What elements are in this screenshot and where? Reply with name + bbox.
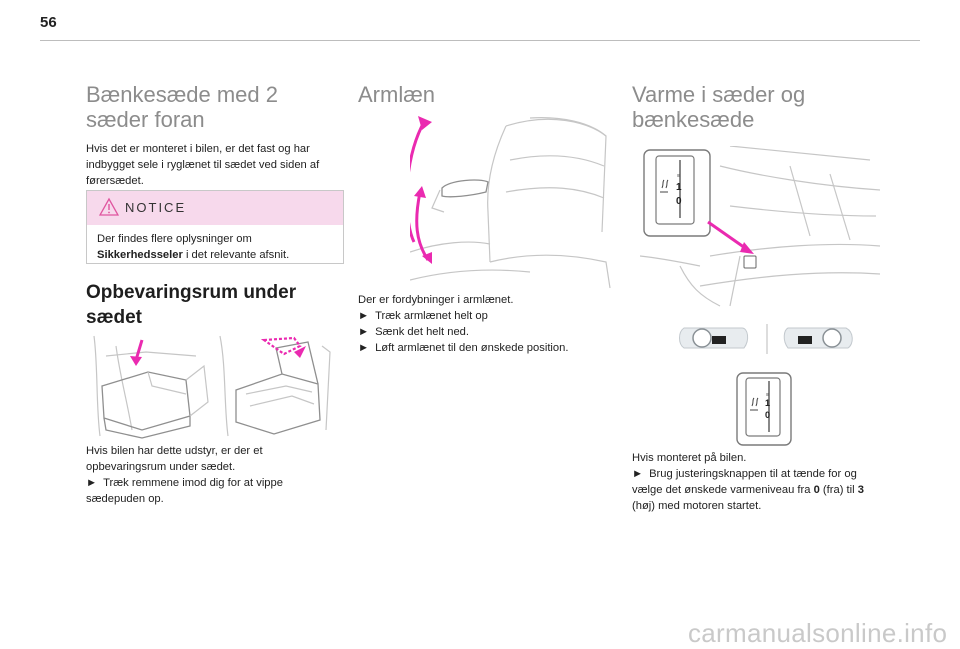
bullet-text: Løft armlænet til den ønskede position. xyxy=(375,342,569,354)
armrest-body: Der er fordybninger i armlænet. ► Træk ar… xyxy=(358,292,618,356)
notice-line: Der findes flere oplysninger om xyxy=(97,233,252,245)
bullet-text: vælge det ønskede varmeniveau fra 0 (fra… xyxy=(632,482,892,498)
armrest-illustration xyxy=(410,116,611,289)
notice-line-rest: i det relevante afsnit. xyxy=(182,249,290,261)
title-line: bænkesæde xyxy=(632,107,755,132)
bullet-line: ► Træk remmene imod dig for at vippe xyxy=(86,475,346,491)
level-high: 3 xyxy=(857,484,864,496)
text-part: vælge det ønskede varmeniveau fra xyxy=(632,484,814,496)
text-part: (fra) til xyxy=(819,484,858,496)
svg-text:≡: ≡ xyxy=(766,392,769,398)
bullet-arrow-icon: ► xyxy=(86,477,98,489)
armrest-bullets: ► Træk armlænet helt op ► Sænk det helt ne… xyxy=(358,308,618,356)
bullet-line: ► Løft armlænet til den ønskede position. xyxy=(358,340,618,356)
steering-position-icons xyxy=(679,324,853,354)
bullet-arrow-icon: ► xyxy=(358,326,370,338)
column-armrest: Armlæn xyxy=(358,82,618,107)
notice-box: NOTICE Der findes flere oplysninger om S… xyxy=(86,190,344,264)
column-bench-seat: Bænkesæde med 2 sæder foran Hvis det er … xyxy=(86,82,346,189)
bullet-text: sædepuden op. xyxy=(86,493,164,505)
bench-seat-title: Bænkesæde med 2 sæder foran xyxy=(86,82,346,132)
bullet-text: Træk remmene imod dig for at vippe xyxy=(103,477,283,489)
notice-line: Sikkerhedsseler i det relevante afsnit. xyxy=(97,247,333,263)
text-line: førersædet. xyxy=(86,175,144,187)
bullet-line: ► Sænk det helt ned. xyxy=(358,324,618,340)
bullet-arrow-icon: ► xyxy=(358,342,370,354)
bullet-arrow-icon: ► xyxy=(358,310,370,322)
bullet-arrow-icon: ► xyxy=(632,468,644,480)
title-line: sæder foran xyxy=(86,107,205,132)
bullet-line: ► Brug justeringsknappen til at tænde for… xyxy=(632,466,892,482)
switch-label-zero: 0 xyxy=(676,196,682,207)
page-number: 56 xyxy=(40,14,57,31)
text-line: Hvis det er monteret i bilen, er det fas… xyxy=(86,143,310,155)
bullet-text: Sænk det helt ned. xyxy=(375,326,469,338)
bench-seat-intro: Hvis det er monteret i bilen, er det fas… xyxy=(86,141,346,189)
storage-body: Hvis bilen har dette udstyr, er der et o… xyxy=(86,443,346,507)
svg-text:≡: ≡ xyxy=(677,173,680,179)
storage-bullet: ► Træk remmene imod dig for at vippe sæde… xyxy=(86,475,346,507)
text-line: indbygget sele i ryglænet til sædet ved … xyxy=(86,159,320,171)
switch-label-zero: 0 xyxy=(765,410,770,420)
footer-watermark: carmanualsonline.info xyxy=(688,618,948,648)
title-line: Bænkesæde med 2 xyxy=(86,82,278,107)
bullet-text: Træk armlænet helt op xyxy=(375,310,488,322)
level-off: 0 xyxy=(813,484,820,496)
storage-illustration xyxy=(86,326,342,440)
storage-title: Opbevaringsrum under sædet xyxy=(86,280,296,330)
switch-label-one: 1 xyxy=(676,182,682,193)
text-line: Hvis bilen har dette udstyr, er der et xyxy=(86,445,263,457)
bullet-line: ► Træk armlænet helt op xyxy=(358,308,618,324)
seat-heating-illustration: ≡ 1 0 xyxy=(640,146,881,307)
bullet-text: (høj) med motoren startet. xyxy=(632,500,762,512)
notice-bold-term: Sikkerhedsseler xyxy=(97,249,183,261)
top-rule xyxy=(40,40,920,41)
seat-heating-bullet: ► Brug justeringsknappen til at tænde for… xyxy=(632,466,892,514)
seat-heating-title: Varme i sæder og bænkesæde xyxy=(632,82,892,132)
seat-heating-body: Hvis monteret på bilen. ► Brug justerings… xyxy=(632,450,892,514)
seat-heating-intro: Hvis monteret på bilen. xyxy=(632,452,747,464)
warning-icon xyxy=(99,197,119,216)
text-line: opbevaringsrum under sædet. xyxy=(86,461,236,473)
notice-header: NOTICE xyxy=(87,191,343,225)
title-line: Varme i sæder og xyxy=(632,82,806,107)
storage-text: Hvis bilen har dette udstyr, er der et o… xyxy=(86,443,346,475)
switch-label-one: 1 xyxy=(765,398,770,408)
notice-body: Der findes flere oplysninger om Sikkerhe… xyxy=(87,225,343,263)
bullet-text: Brug justeringsknappen til at tænde for … xyxy=(649,468,857,480)
title-line: sædet xyxy=(86,307,142,328)
armrest-title: Armlæn xyxy=(358,82,436,107)
heating-switch-icon: ≡ 1 0 xyxy=(736,372,792,446)
title-line: Opbevaringsrum under xyxy=(86,282,297,303)
armrest-intro: Der er fordybninger i armlænet. xyxy=(358,294,514,306)
column-seat-heating: Varme i sæder og bænkesæde xyxy=(632,82,892,132)
notice-title: NOTICE xyxy=(125,200,187,215)
